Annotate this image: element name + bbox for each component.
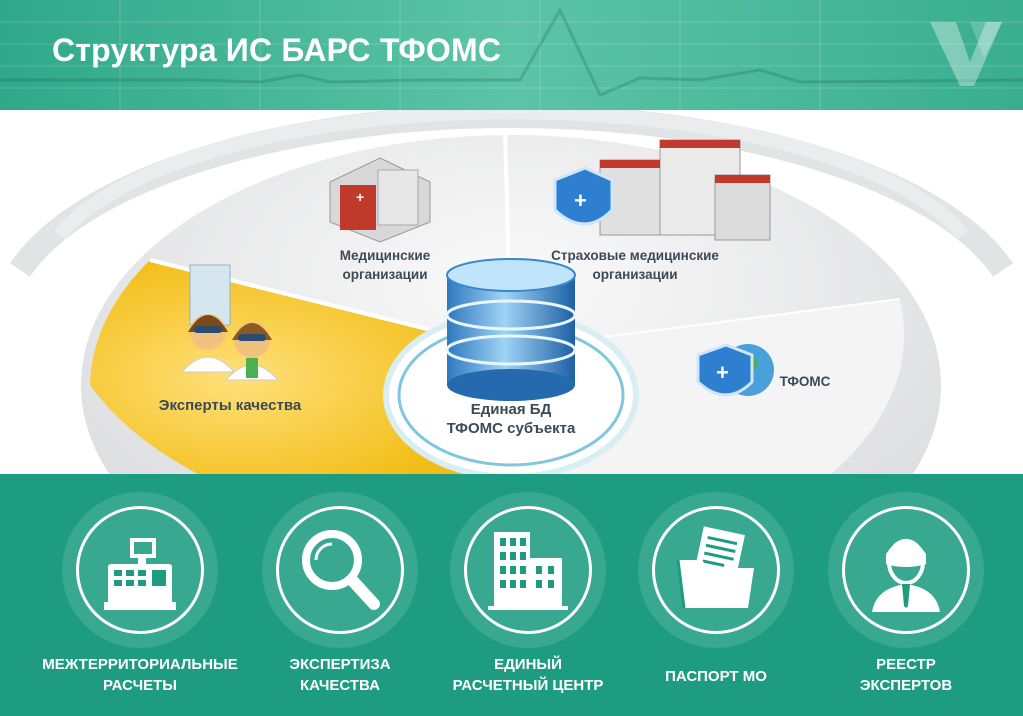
module-expert-registry[interactable]: РЕЕСТР ЭКСПЕРТОВ [828,492,984,702]
page-title: Структура ИС БАРС ТФОМС [52,32,502,68]
expert-icon [872,539,940,612]
svg-text:+: + [356,189,364,205]
module-mo-passport[interactable]: ПАСПОРТ МО [638,492,794,702]
hospital-icon: + [329,157,431,243]
globe-shield-icon: + [696,343,774,397]
center-database-label: Единая БД ТФОМС субъекта [446,401,576,437]
experts-icon [180,264,280,381]
header-banner: Структура ИС БАРС ТФОМС [0,0,1023,110]
module-interregional-settlements[interactable]: МЕЖТЕРРИТОРИАЛЬНЫЕ РАСЧЕТЫ [42,492,238,702]
module-unified-settlement-center[interactable]: ЕДИНЫЙ РАСЧЕТНЫЙ ЦЕНТР [450,492,606,702]
company-logo [930,22,1002,86]
folder-icon [676,526,754,609]
segment-medical-label: Медицинские организации [339,248,431,282]
structure-diagram: + + + [0,110,1023,475]
segment-tfoms-label: ТФОМС [779,374,831,389]
magnifier-icon [302,530,380,610]
modules-panel: МЕЖТЕРРИТОРИАЛЬНЫЕ РАСЧЕТЫ ЭКСПЕРТИЗА КА… [0,474,1023,716]
database-icon [445,258,577,401]
cash-register-icon [104,538,176,610]
insurance-buildings-icon: + [553,139,771,241]
segment-experts-label: Эксперты качества [158,397,302,414]
buildings-icon [488,532,568,610]
ecg-background [0,0,1023,110]
svg-text:+: + [716,360,729,385]
module-quality-expertise[interactable]: ЭКСПЕРТИЗА КАЧЕСТВА [262,492,418,702]
segment-insurance-label: Страховые медицинские организации [551,248,719,282]
segment-wheel: + + + [10,110,1013,475]
svg-text:+: + [574,188,587,213]
